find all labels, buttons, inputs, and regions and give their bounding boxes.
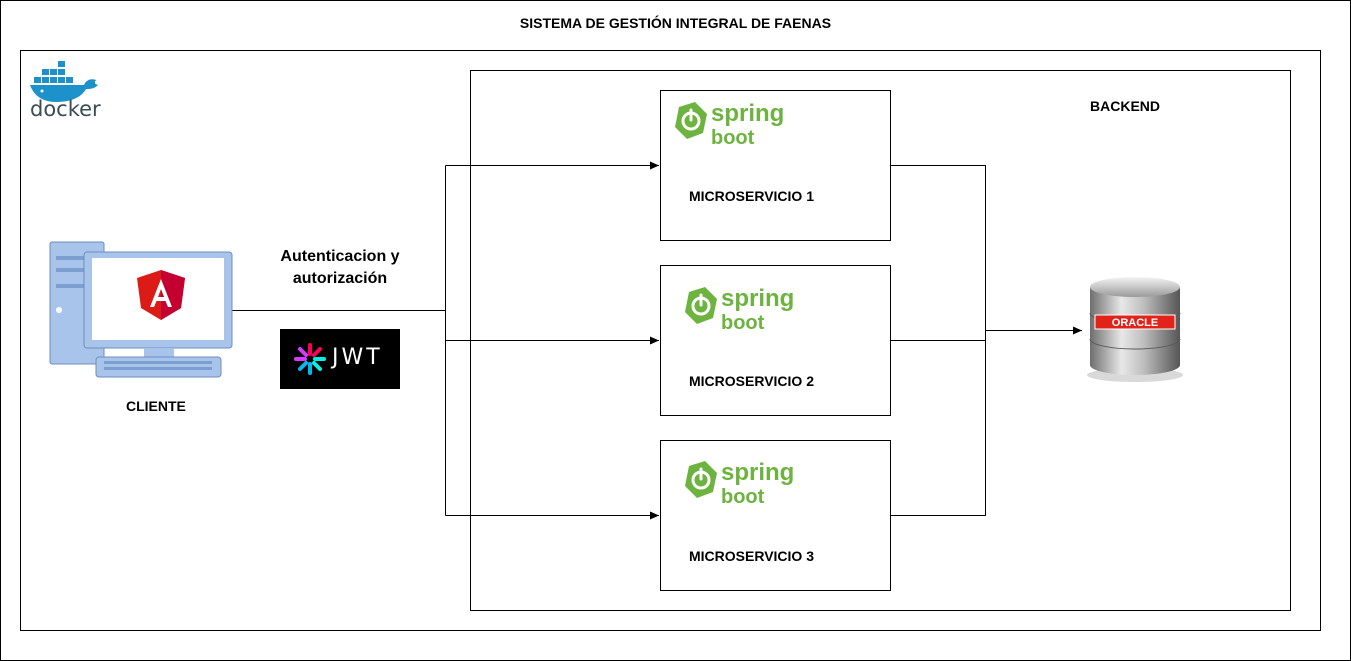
computer-angular-icon xyxy=(49,241,233,378)
backend-label: BACKEND xyxy=(1090,98,1160,114)
auth-label: Autenticacion y autorización xyxy=(255,246,425,290)
oracle-wordmark: ORACLE xyxy=(1112,317,1158,329)
auth-label-line1: Autenticacion y xyxy=(280,248,400,265)
client-computer xyxy=(46,240,236,380)
docker-whale-icon xyxy=(30,61,98,102)
spring-boot-logo: spring boot xyxy=(675,100,784,149)
jwt-wordmark: JWT xyxy=(332,345,383,370)
angular-logo xyxy=(137,270,185,320)
spring-boot-logo: spring boot xyxy=(685,459,794,508)
microservice-3-box: spring boot MICROSERVICIO 3 xyxy=(660,440,891,591)
svg-text:spring: spring xyxy=(711,100,784,127)
microservice-1-label: MICROSERVICIO 1 xyxy=(689,188,814,204)
svg-text:boot: boot xyxy=(721,486,765,508)
microservice-2-label: MICROSERVICIO 2 xyxy=(689,373,814,389)
client-label: CLIENTE xyxy=(126,398,186,414)
jwt-star-icon xyxy=(294,343,326,375)
jwt-logo: JWT xyxy=(280,329,400,389)
diagram-title: SISTEMA DE GESTIÓN INTEGRAL DE FAENAS xyxy=(519,15,832,31)
microservice-1-box: spring boot MICROSERVICIO 1 xyxy=(660,90,891,241)
auth-label-line2: autorización xyxy=(292,270,388,287)
docker-wordmark: docker xyxy=(30,97,101,121)
spring-boot-logo: spring boot xyxy=(685,285,794,334)
svg-text:boot: boot xyxy=(711,127,755,149)
svg-text:boot: boot xyxy=(721,312,765,334)
database-icon: ORACLE xyxy=(1087,277,1183,382)
docker-container-frame xyxy=(20,50,1321,631)
svg-text:spring: spring xyxy=(721,285,794,312)
svg-text:spring: spring xyxy=(721,459,794,486)
oracle-database: ORACLE xyxy=(1085,275,1185,385)
docker-logo: docker xyxy=(28,58,104,122)
microservice-2-box: spring boot MICROSERVICIO 2 xyxy=(660,265,891,416)
microservice-3-label: MICROSERVICIO 3 xyxy=(689,548,814,564)
